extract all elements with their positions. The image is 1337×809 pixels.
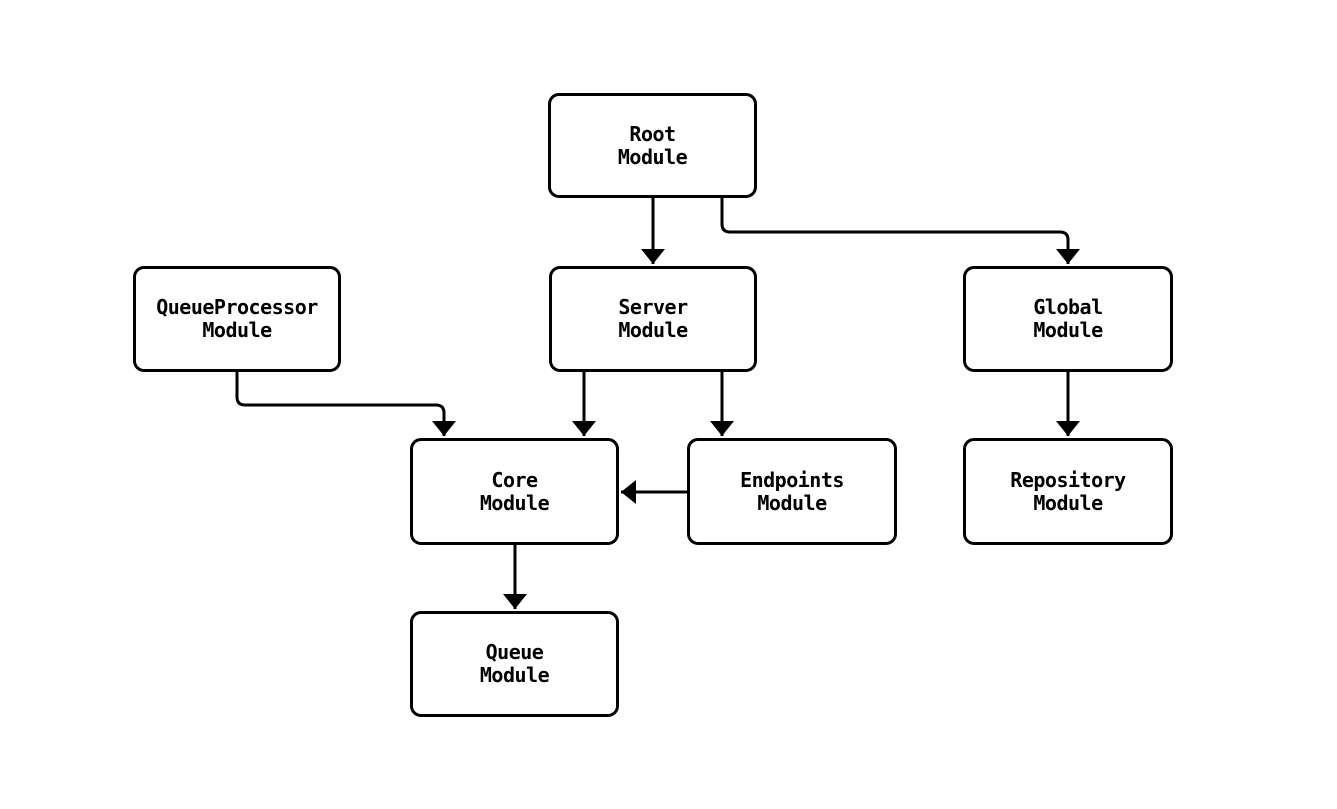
node-label-line: Module: [479, 663, 550, 687]
node-endpoints-module: Endpoints Module: [687, 438, 897, 545]
node-label-line: Module: [1033, 318, 1103, 342]
node-label-line: Global: [1033, 295, 1103, 319]
node-label-line: QueueProcessor: [156, 295, 318, 319]
node-queueprocessor-module: QueueProcessor Module: [133, 266, 341, 372]
node-label-line: Server: [618, 295, 688, 319]
node-label-line: Module: [617, 144, 688, 169]
node-core-module: Core Module: [410, 438, 619, 545]
node-repository-module: Repository Module: [963, 438, 1173, 545]
node-queue-module: Queue Module: [410, 611, 619, 717]
node-label-line: Core: [491, 467, 538, 492]
edge-root-to-global: [720, 198, 1080, 264]
node-label-line: Repository: [1010, 467, 1126, 492]
node-label-line: Root: [629, 121, 676, 146]
node-root-module: Root Module: [548, 93, 757, 198]
node-label-line: Module: [618, 318, 688, 342]
node-label-line: Module: [202, 318, 272, 342]
node-label-line: Module: [757, 490, 827, 515]
node-label-line: Endpoints: [740, 467, 844, 492]
node-label-line: Queue: [485, 640, 544, 664]
node-label-line: Module: [479, 490, 550, 515]
node-server-module: Server Module: [549, 266, 757, 372]
node-global-module: Global Module: [963, 266, 1173, 372]
node-label-line: Module: [1033, 490, 1103, 515]
edge-queueprocessor-to-core: [235, 372, 456, 436]
